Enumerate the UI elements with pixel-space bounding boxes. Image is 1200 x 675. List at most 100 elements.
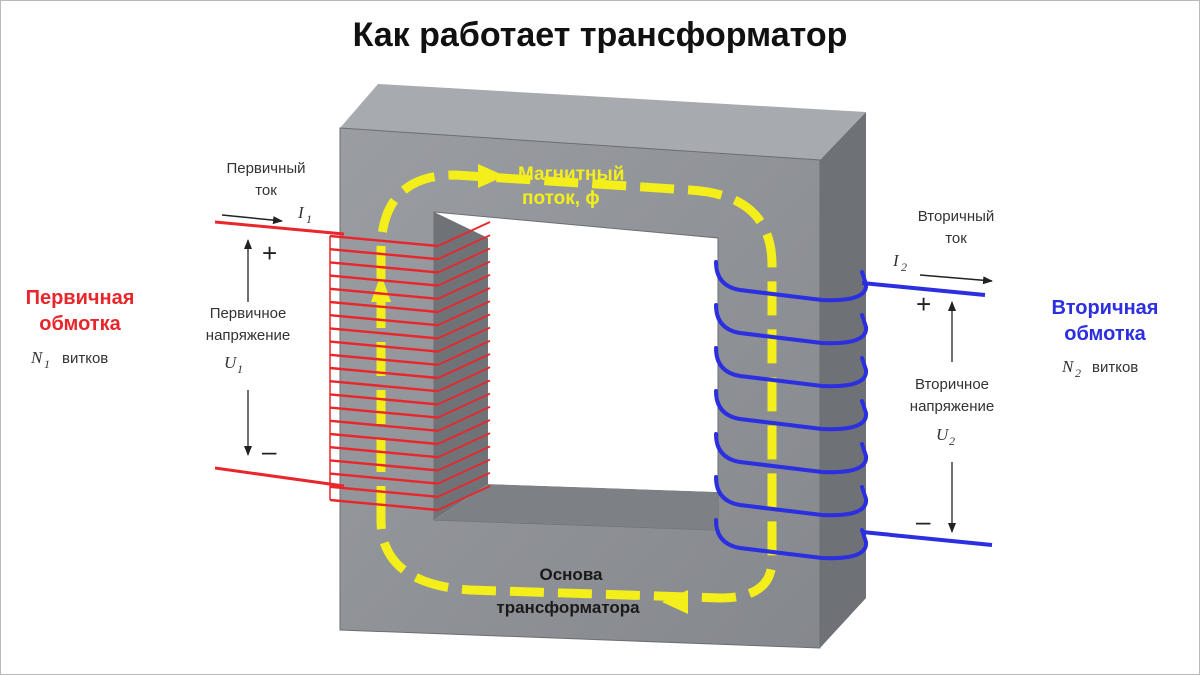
primary-coil-back-turn bbox=[437, 419, 491, 445]
secondary-lead-top bbox=[861, 281, 986, 297]
secondary-voltage-subscript: 2 bbox=[949, 434, 955, 448]
primary-coil-turn bbox=[329, 485, 439, 498]
primary-coil-turn bbox=[329, 327, 439, 340]
window-opening bbox=[488, 238, 718, 492]
primary-winding-label-line2: обмотка bbox=[39, 313, 121, 335]
primary-coil-turn bbox=[329, 287, 439, 300]
primary-minus-sign: – bbox=[262, 436, 277, 466]
primary-coil-turn bbox=[329, 459, 439, 472]
primary-coil-back-turn bbox=[437, 313, 491, 340]
primary-plus-sign: + bbox=[262, 238, 277, 268]
primary-current-label-line2: ток bbox=[255, 182, 277, 199]
secondary-current-symbol: I bbox=[892, 251, 900, 270]
secondary-turns-label: витков bbox=[1092, 359, 1138, 376]
core-label-line1: Основа bbox=[539, 565, 603, 584]
primary-coil-turn bbox=[329, 261, 439, 274]
primary-coil-turn bbox=[329, 406, 439, 419]
flux-label-line2: поток, ϕ bbox=[522, 188, 600, 209]
primary-coil-back-turn bbox=[437, 221, 491, 247]
primary-coil-back-turn bbox=[437, 366, 491, 393]
primary-current-subscript: 1 bbox=[306, 212, 312, 226]
primary-coil-back-turn bbox=[437, 339, 491, 366]
core-top-face bbox=[340, 84, 866, 160]
primary-voltage-label-line2: напряжение bbox=[206, 327, 290, 344]
flux-arrow-top bbox=[478, 164, 505, 188]
secondary-winding-label-line1: Вторичная bbox=[1052, 297, 1159, 319]
primary-coil-turn bbox=[329, 234, 439, 248]
primary-current-label-line1: Первичный bbox=[226, 160, 305, 177]
secondary-voltage-label-line2: напряжение bbox=[910, 398, 994, 415]
primary-turns-symbol: N bbox=[30, 348, 44, 367]
secondary-coil-turn bbox=[714, 389, 869, 432]
secondary-voltage-label-line1: Вторичное bbox=[915, 376, 989, 393]
primary-coil-turn bbox=[329, 300, 439, 314]
secondary-coil-turn bbox=[714, 518, 869, 561]
flux-label-line1: Магнитный bbox=[518, 164, 624, 185]
core-front-face bbox=[339, 127, 821, 649]
secondary-coil-turn bbox=[714, 475, 869, 518]
secondary-turns-symbol: N bbox=[1061, 357, 1075, 376]
primary-coil-turn bbox=[329, 393, 439, 406]
transformer-core bbox=[339, 84, 866, 649]
primary-voltage-symbol: U bbox=[224, 353, 238, 372]
primary-coil-back-turn bbox=[437, 392, 491, 419]
primary-coil-back-turn bbox=[437, 405, 491, 432]
primary-coil-turn bbox=[329, 353, 439, 366]
secondary-current-arrow bbox=[919, 274, 993, 285]
primary-lead-top bbox=[214, 220, 345, 236]
primary-coil-turn bbox=[329, 248, 439, 261]
primary-coil-turn bbox=[329, 314, 439, 327]
primary-coil-turn bbox=[329, 446, 439, 459]
secondary-plus-sign: + bbox=[916, 289, 931, 319]
secondary-current-subscript: 2 bbox=[901, 260, 907, 274]
window-left-wall bbox=[434, 212, 488, 520]
primary-coil-turn bbox=[329, 366, 439, 380]
flux-arrow-bottom bbox=[662, 590, 688, 614]
secondary-winding-coil bbox=[714, 260, 869, 561]
primary-turns-label: витков bbox=[62, 350, 108, 367]
primary-turns-subscript: 1 bbox=[44, 357, 50, 371]
primary-coil-back-turn bbox=[437, 485, 491, 511]
secondary-coil-turn bbox=[714, 303, 869, 346]
primary-coil-turn bbox=[329, 472, 439, 485]
primary-coil-turn bbox=[329, 432, 439, 446]
secondary-lead-bottom bbox=[861, 530, 993, 547]
primary-coil-turn bbox=[329, 380, 439, 393]
primary-voltage-label-line1: Первичное bbox=[210, 305, 287, 322]
primary-coil-back-turn bbox=[437, 287, 491, 313]
secondary-current-label-line2: ток bbox=[945, 230, 967, 247]
primary-current-arrow bbox=[221, 214, 283, 225]
primary-coil-back-turn bbox=[437, 445, 491, 472]
secondary-minus-sign: – bbox=[916, 506, 931, 536]
core-label-line2: трансформатора bbox=[496, 598, 640, 617]
page-title: Как работает трансформатор bbox=[353, 16, 848, 54]
secondary-coil-turn bbox=[714, 432, 869, 475]
primary-coil-back-turn bbox=[437, 326, 491, 353]
primary-coil-turn bbox=[329, 498, 439, 512]
window-bottom-wall bbox=[434, 484, 718, 530]
primary-coil-back-turn bbox=[437, 247, 491, 274]
primary-coil-back-turn bbox=[437, 432, 491, 459]
secondary-turns-subscript: 2 bbox=[1075, 366, 1081, 380]
primary-coil-back-turn bbox=[437, 471, 491, 498]
secondary-current-label-line1: Вторичный bbox=[918, 208, 995, 225]
primary-coil-back-turn bbox=[437, 353, 491, 379]
primary-coil-back-turn bbox=[437, 379, 491, 406]
secondary-winding-label-line2: обмотка bbox=[1064, 323, 1146, 345]
primary-current-symbol: I bbox=[297, 203, 305, 222]
primary-coil-back-turn bbox=[437, 273, 491, 300]
primary-coil-turn bbox=[329, 419, 439, 432]
primary-coil-turn bbox=[329, 274, 439, 287]
primary-coil-back-turn bbox=[437, 300, 491, 327]
primary-lead-bottom bbox=[214, 466, 345, 488]
primary-coil-turn bbox=[329, 340, 439, 353]
secondary-coil-turn bbox=[714, 346, 869, 389]
secondary-coil-turn bbox=[714, 260, 869, 303]
primary-voltage-subscript: 1 bbox=[237, 362, 243, 376]
magnetic-flux-path bbox=[376, 170, 777, 603]
primary-coil-back-turn bbox=[437, 458, 491, 485]
secondary-voltage-symbol: U bbox=[936, 425, 950, 444]
primary-winding-coil bbox=[329, 221, 491, 512]
primary-coil-back-turn bbox=[437, 234, 491, 261]
